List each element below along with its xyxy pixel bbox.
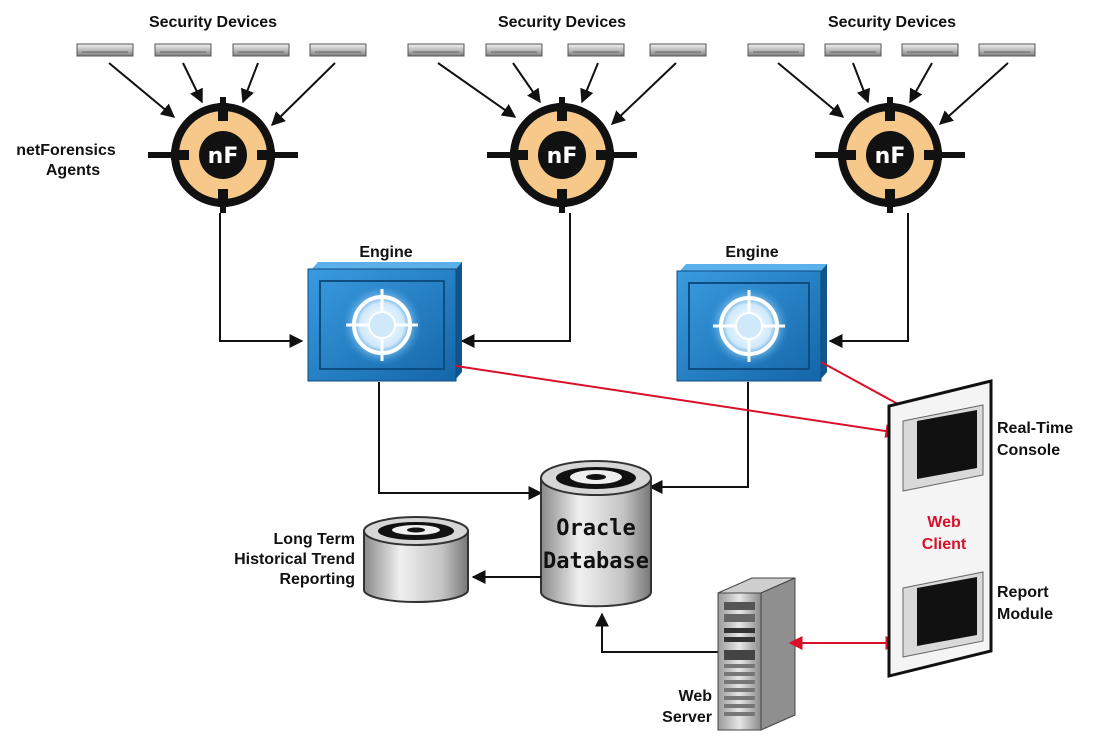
engine-label-2: Engine: [725, 244, 778, 261]
agent-logo-text: nF: [875, 144, 906, 169]
security-device-icon: [901, 43, 959, 57]
nf-agent-icon: nF: [815, 97, 965, 213]
security-device-icon: [978, 43, 1036, 57]
archive-label-line2: Historical Trend: [234, 551, 355, 568]
security-device-icon: [76, 43, 134, 57]
security-device-icon: [824, 43, 882, 57]
engine-icon: [676, 264, 827, 382]
database-label-line2: Database: [543, 549, 649, 574]
security-device-icon: [747, 43, 805, 57]
security-devices-group-2: [407, 43, 707, 57]
report-screen-icon: [902, 571, 984, 658]
agent-to-engine-arrows: [219, 213, 909, 348]
group-label-2: Security Devices: [498, 14, 626, 31]
web-server-label-line2: Server: [662, 709, 712, 726]
security-device-icon: [567, 43, 625, 57]
group-label-3: Security Devices: [828, 14, 956, 31]
server-to-database-arrow: [595, 612, 718, 653]
engine-to-database-arrows: [378, 382, 749, 500]
nf-agent-icon: nF: [148, 97, 298, 213]
agents-label-line1: netForensics: [16, 142, 116, 159]
console-screen-icon: [902, 404, 984, 492]
security-device-icon: [309, 43, 367, 57]
archive-database-icon: [363, 516, 469, 603]
console-label-line1: Real-Time: [997, 420, 1073, 437]
agents-label-line2: Agents: [46, 162, 100, 179]
console-label-line2: Console: [997, 442, 1060, 459]
archive-label-line3: Reporting: [279, 571, 355, 588]
report-label-line2: Module: [997, 606, 1053, 623]
security-devices-group-3: [747, 43, 1036, 57]
engine-label-1: Engine: [359, 244, 412, 261]
web-server-icon: [717, 577, 796, 731]
security-device-icon: [649, 43, 707, 57]
security-device-icon: [485, 43, 543, 57]
web-client-label-line1: Web: [927, 514, 961, 531]
security-device-icon: [232, 43, 290, 57]
report-label-line1: Report: [997, 584, 1049, 601]
group-label-1: Security Devices: [149, 14, 277, 31]
security-devices-group-1: [76, 43, 367, 57]
agent-logo-text: nF: [547, 144, 578, 169]
database-label-line1: Oracle: [556, 516, 635, 541]
database-icon: [540, 460, 652, 608]
agent-logo-text: nF: [208, 144, 239, 169]
archive-label-line1: Long Term: [274, 531, 355, 548]
nf-agent-icon: nF: [487, 97, 637, 213]
web-client-icon: [887, 379, 993, 678]
security-device-icon: [407, 43, 465, 57]
web-client-label-line2: Client: [922, 536, 967, 553]
web-server-label-line1: Web: [679, 688, 713, 705]
device-to-agent-arrows: [108, 62, 1009, 126]
security-device-icon: [154, 43, 212, 57]
engine-icon: [307, 262, 462, 382]
